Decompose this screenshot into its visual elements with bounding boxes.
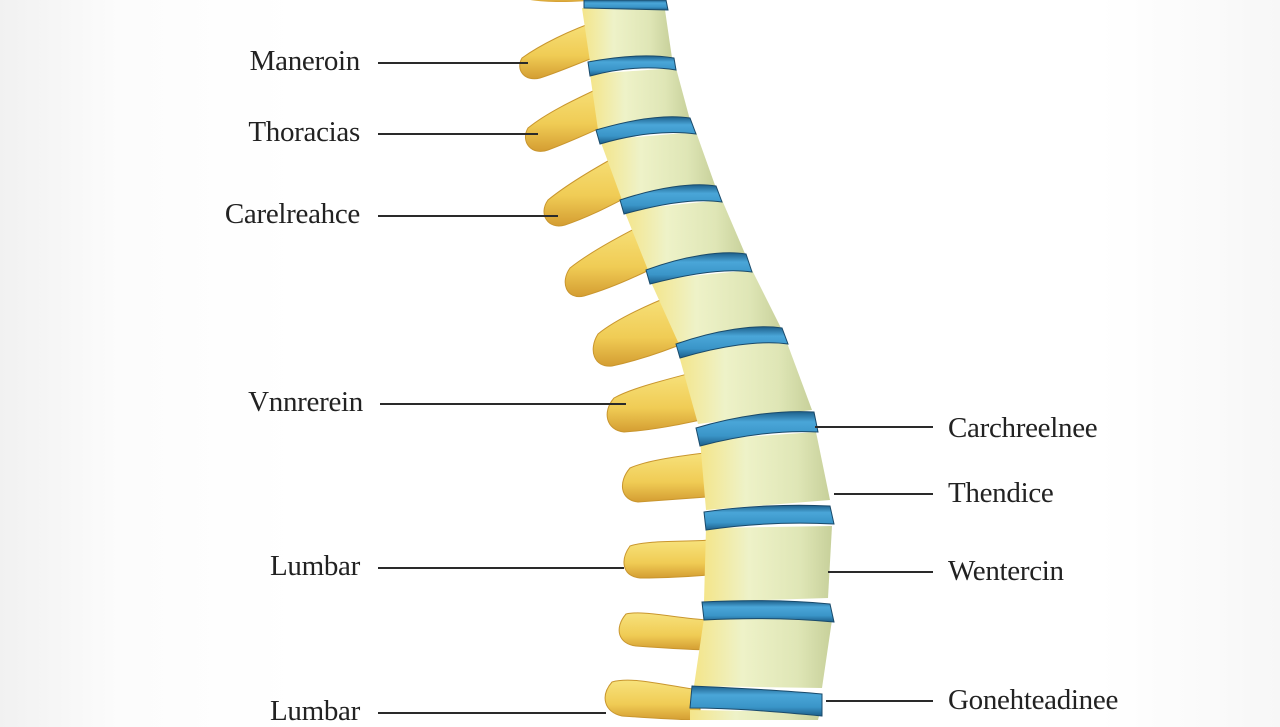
label-left-4: Vnnrerein: [248, 386, 363, 418]
label-left-6: Lumbar: [269, 695, 360, 727]
label-right-4: Gonehteadinee: [948, 684, 1119, 716]
label-left-5: Lumbar: [269, 550, 360, 582]
label-left-3: Carelreahce: [224, 198, 360, 230]
leader-line-left-5: [378, 567, 624, 569]
label-left-2: Thoracias: [248, 116, 360, 148]
leader-line-left-6: [378, 712, 606, 714]
label-left-1: Maneroin: [249, 45, 361, 77]
label-right-1: Carchreelnee: [948, 412, 1098, 444]
label-right-2: Thendice: [948, 477, 1054, 509]
leader-line-left-4: [380, 403, 626, 405]
leader-line-right-3: [828, 571, 933, 573]
leader-line-right-4: [826, 700, 933, 702]
vertebral-bodies: [582, 8, 832, 720]
leader-line-left-2: [378, 133, 538, 135]
leader-line-left-1: [378, 62, 528, 64]
leader-line-right-2: [834, 493, 933, 495]
label-right-3: Wentercin: [948, 555, 1064, 587]
leader-line-right-1: [815, 426, 933, 428]
leader-line-left-3: [378, 215, 558, 217]
intervertebral-discs: [583, 0, 835, 717]
